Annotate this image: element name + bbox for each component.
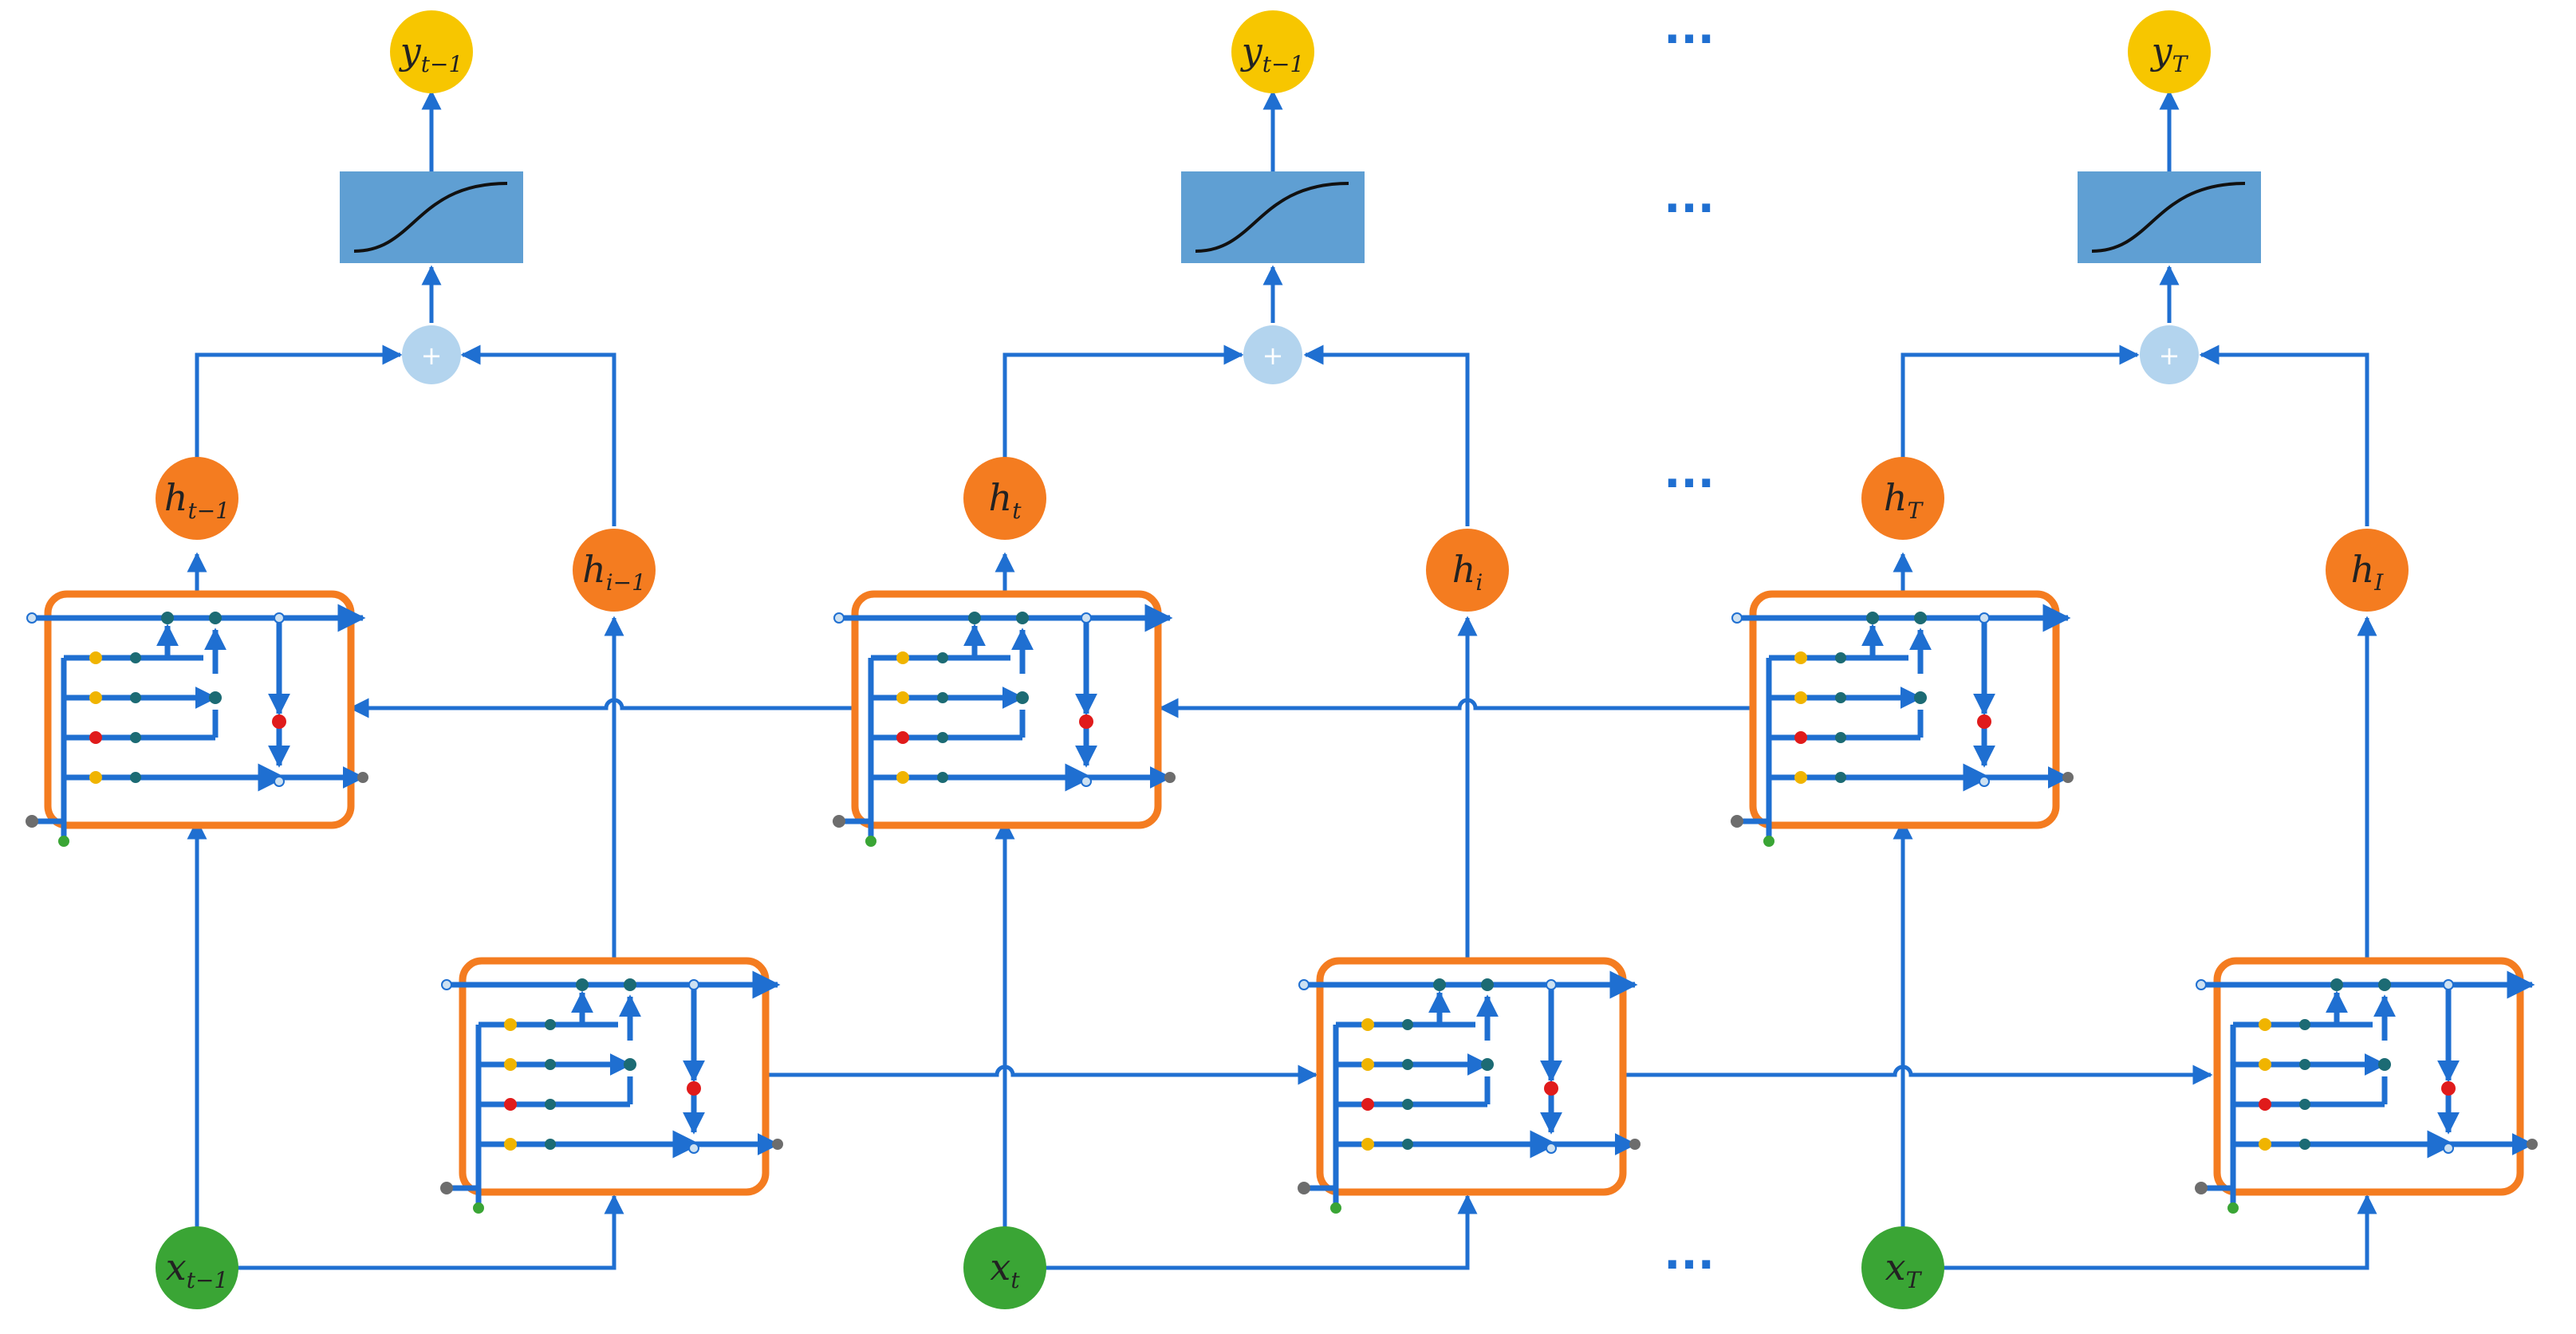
backward-hidden-node-1: hi−1 — [573, 529, 656, 612]
svg-text:xt−1: xt−1 — [166, 1245, 228, 1293]
input-label-base: x — [1885, 1245, 1906, 1289]
svg-text:yt−1: yt−1 — [399, 30, 463, 77]
input-label-base: x — [990, 1245, 1010, 1289]
forward-hidden-node-2: ht — [963, 457, 1046, 540]
hidden-label-base: h — [582, 548, 606, 591]
output-node-1: yt−1 — [390, 10, 473, 93]
forward-hidden-node-3: hT — [1861, 457, 1944, 540]
lstm-cell-top-1 — [26, 594, 368, 847]
sigmoid-curve-icon — [1180, 170, 1366, 265]
svg-text:xt: xt — [990, 1245, 1020, 1293]
sigmoid-curve-icon — [2076, 170, 2263, 265]
sum-node-3: + — [2140, 325, 2199, 384]
output-node-3: yT — [2128, 10, 2211, 93]
svg-text:hI: hI — [2351, 548, 2385, 596]
svg-text:xT: xT — [1885, 1245, 1923, 1293]
input-node-3: xT — [1861, 1226, 1944, 1309]
hidden-label-sub: t — [1012, 498, 1022, 524]
lstm-cell-bottom-1 — [440, 961, 783, 1214]
input-label-base: x — [166, 1245, 187, 1289]
plus-icon: + — [2159, 340, 2180, 371]
forward-hidden-node-1: ht−1 — [156, 457, 238, 540]
input-label-sub: t — [1010, 1267, 1020, 1293]
backward-hidden-node-3: hI — [2326, 529, 2409, 612]
hidden-label-base: h — [989, 476, 1013, 519]
hidden-label-sub: i−1 — [606, 569, 646, 596]
hidden-label-base: h — [164, 476, 188, 519]
svg-text:ht: ht — [989, 476, 1022, 524]
svg-text:hi: hi — [1452, 548, 1483, 596]
svg-text:yt−1: yt−1 — [1240, 30, 1305, 77]
hidden-label-base: h — [1452, 548, 1476, 591]
output-node-2: yt−1 — [1231, 10, 1314, 93]
ellipsis-outputs: ··· — [1664, 14, 1715, 65]
sum-node-1: + — [402, 325, 461, 384]
output-label-base: y — [399, 30, 422, 73]
hidden-label-sub: I — [2373, 569, 2384, 596]
lstm-cell-top-3 — [1731, 594, 2074, 847]
ellipsis-sigmoid: ··· — [1664, 183, 1715, 234]
output-label-sub: t−1 — [1262, 51, 1305, 77]
hidden-label-sub: T — [1907, 498, 1924, 524]
input-label-sub: t−1 — [187, 1267, 229, 1293]
input-node-2: xt — [963, 1226, 1046, 1309]
sigmoid-curve-icon — [338, 170, 525, 265]
input-node-1: xt−1 — [156, 1226, 238, 1309]
output-label-base: y — [2150, 30, 2173, 73]
sum-node-2: + — [1243, 325, 1302, 384]
svg-text:hi−1: hi−1 — [582, 548, 646, 596]
output-label-base: y — [1240, 30, 1263, 73]
input-label-sub: T — [1906, 1267, 1923, 1293]
svg-text:yT: yT — [2150, 30, 2189, 77]
plus-icon: + — [421, 340, 443, 371]
svg-text:ht−1: ht−1 — [164, 476, 230, 524]
ellipsis-hidden: ··· — [1664, 458, 1715, 510]
svg-text:hT: hT — [1884, 476, 1924, 524]
output-label-sub: T — [2172, 51, 2189, 77]
hidden-label-sub: t−1 — [188, 498, 230, 524]
lstm-cell-bottom-3 — [2195, 961, 2538, 1214]
connector-lines — [187, 89, 2377, 1270]
ellipsis-inputs: ··· — [1664, 1239, 1715, 1291]
lstm-cell-top-2 — [833, 594, 1176, 847]
output-label-sub: t−1 — [421, 51, 463, 77]
hidden-label-sub: i — [1475, 569, 1483, 596]
plus-icon: + — [1262, 340, 1284, 371]
hidden-label-base: h — [2351, 548, 2375, 591]
hidden-label-base: h — [1884, 476, 1908, 519]
lstm-cell-bottom-2 — [1298, 961, 1641, 1214]
backward-hidden-node-2: hi — [1426, 529, 1509, 612]
